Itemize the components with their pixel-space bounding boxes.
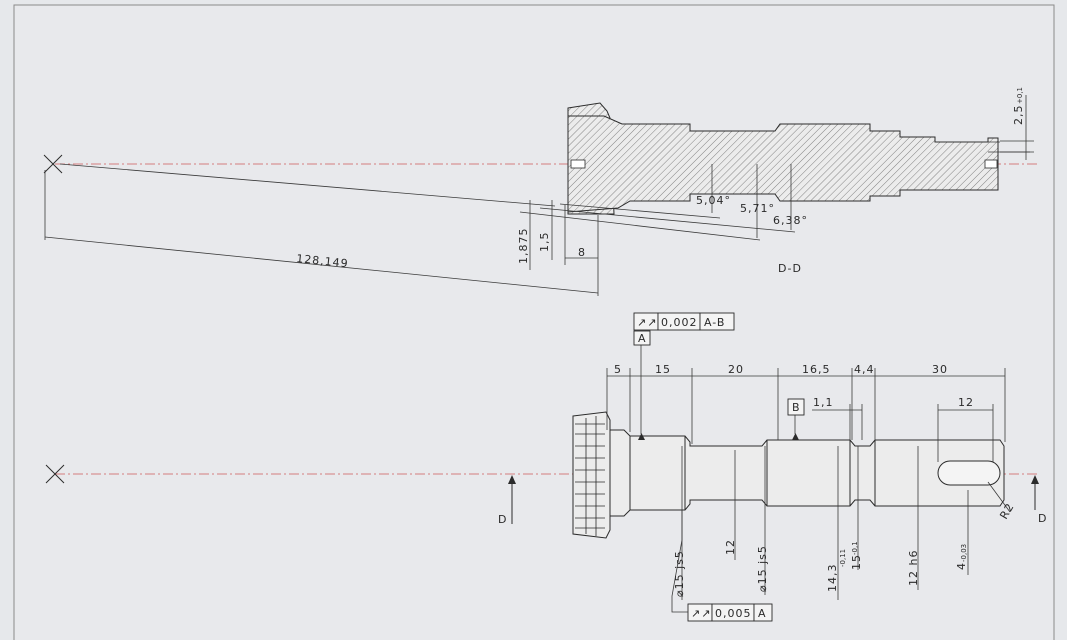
section-marker-d-left: D — [498, 513, 507, 526]
dim-8: 8 — [578, 246, 586, 259]
tolerance-bottom-ref: A — [758, 607, 767, 620]
dim-12-key: 12 — [958, 396, 974, 409]
dia-15-js5-a: ⌀15 js5 — [673, 550, 686, 597]
dia-15-js5-b: ⌀15 js5 — [756, 545, 769, 592]
datum-a: A — [638, 332, 647, 345]
dim-4-4: 4,4 — [854, 363, 875, 376]
dim-16-5: 16,5 — [802, 363, 831, 376]
dia-12-h6: 12 h6 — [907, 550, 920, 586]
shaft-elevation: 5 15 20 16,5 4,4 30 12 1,1 A B ↗↗ 0,002 … — [45, 312, 1047, 622]
sheet-frame — [13, 4, 1055, 640]
shaft-outline — [609, 429, 1005, 517]
angle-5-71: 5,71° — [740, 202, 775, 215]
datum-b-box — [787, 398, 805, 416]
runout-icon-2: ↗↗ — [691, 607, 711, 620]
origin-cross-icon-2 — [45, 464, 65, 484]
tolerance-frame-top: ↗↗ 0,002 A-B — [633, 312, 735, 331]
datum-b: B — [792, 401, 801, 414]
dia-15-tol: -0,1 — [851, 541, 859, 555]
section-marker-right: D — [1031, 475, 1047, 525]
section-marker-left: D — [498, 475, 516, 526]
datum-a-box — [633, 330, 651, 346]
tolerance-top-value: 0,002 — [661, 316, 698, 329]
angle-5-04: 5,04° — [696, 194, 731, 207]
dim-2-5-tol: +0,1 — [1016, 87, 1024, 104]
dim-20: 20 — [728, 363, 744, 376]
dim-1-875: 1,875 — [517, 228, 530, 265]
runout-icon: ↗↗ — [637, 316, 657, 329]
dim-1-1: 1,1 — [813, 396, 834, 409]
dia-14-3-tol: -0,11 — [839, 549, 847, 567]
dia-15: 15 — [850, 554, 863, 570]
origin-cross-icon — [43, 154, 63, 174]
angle-6-38: 6,38° — [773, 214, 808, 227]
dia-12: 12 — [724, 539, 737, 555]
section-marker-d-right: D — [1038, 512, 1047, 525]
dia-14-3: 14,3 — [826, 564, 839, 593]
dim-4-tol: -0,03 — [960, 544, 968, 562]
tolerance-frame-bottom: ↗↗ 0,005 A — [687, 603, 773, 622]
dim-128-149: 128,149 — [296, 252, 350, 270]
dim-2-5: 2,5 — [1012, 105, 1025, 126]
tolerance-bottom-value: 0,005 — [715, 607, 752, 620]
gear-body — [572, 411, 611, 539]
dim-30: 30 — [932, 363, 948, 376]
dim-5: 5 — [614, 363, 622, 376]
section-view: 2,5 +0,1 128,149 1,875 1,5 8 5,04° 5,71°… — [43, 87, 1040, 296]
dim-1-5: 1,5 — [538, 232, 551, 253]
view-label-d-d: D-D — [778, 262, 802, 275]
dim-15: 15 — [655, 363, 671, 376]
tolerance-top-ref: A-B — [704, 316, 725, 329]
dim-4: 4 — [955, 562, 968, 570]
keyway — [937, 460, 1001, 486]
shaft-section — [567, 115, 999, 213]
